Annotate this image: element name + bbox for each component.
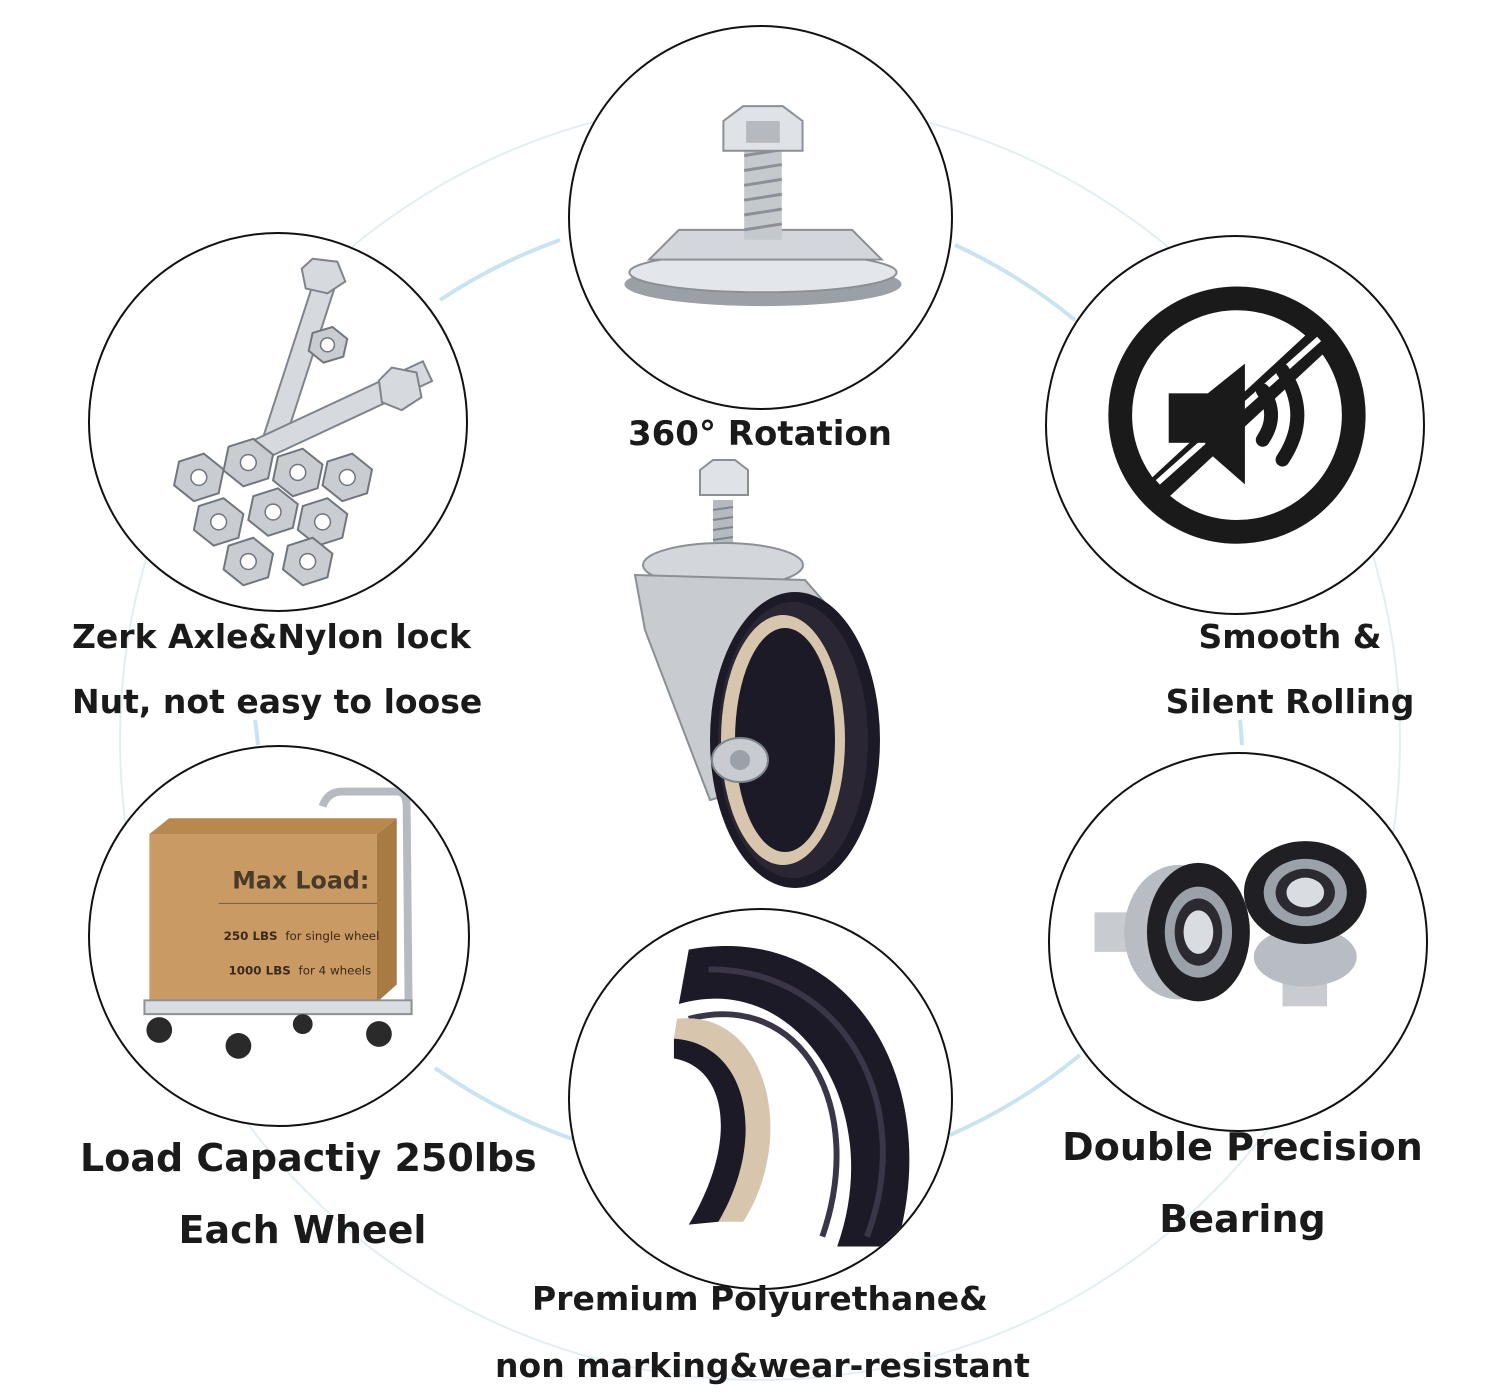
platform-cart-with-box-icon: Max Load: 250 LBS for single wheel 1000 … (143, 787, 413, 1059)
silent-feature-circle (1045, 235, 1425, 615)
material-label-line2: non marking&wear-resistant (495, 1346, 1030, 1385)
bearing-label-line2: Bearing (1159, 1197, 1326, 1241)
svg-text:250 LBS for single whe: 250 LBS for single wheel (224, 929, 380, 943)
box-bold1: 250 LBS (224, 929, 278, 943)
box-bold2: 1000 LBS (229, 964, 291, 978)
bolts-and-nuts-icon (173, 257, 434, 587)
silent-label-line2: Silent Rolling (1165, 682, 1415, 721)
box-text2: for 4 wheels (299, 964, 372, 978)
swivel-caster-wheel-icon (633, 459, 880, 888)
axle-feature-circle (88, 232, 468, 612)
bearing-label-line1: Double Precision (1062, 1125, 1423, 1169)
bearing-feature-circle (1048, 752, 1428, 1132)
precision-bearing-icon (1094, 841, 1367, 1007)
box-text1: for single wheel (285, 929, 379, 943)
axle-label-line1: Zerk Axle&Nylon lock (72, 617, 471, 656)
svg-text:1000 LBS for 4 wheels: 1000 LBS for 4 wheels (229, 964, 372, 978)
material-feature-circle (568, 908, 953, 1290)
silent-label-line1: Smooth & (1198, 617, 1382, 656)
load-label-line1: Load Capactiy 250lbs (80, 1136, 537, 1180)
axle-label-line2: Nut, not easy to loose (72, 682, 483, 721)
no-sound-icon (1108, 286, 1366, 544)
material-label-line1: Premium Polyurethane& (532, 1279, 988, 1318)
swivel-stem-bolt-icon (624, 105, 902, 307)
load-feature-circle: Max Load: 250 LBS for single wheel 1000 … (88, 745, 470, 1127)
rotation-feature-circle (568, 25, 953, 410)
load-label-line2: Each Wheel (178, 1208, 427, 1252)
polyurethane-tread-closeup-icon (673, 945, 910, 1247)
rotation-label: 360° Rotation (627, 414, 892, 454)
box-title: Max Load: (232, 867, 369, 895)
